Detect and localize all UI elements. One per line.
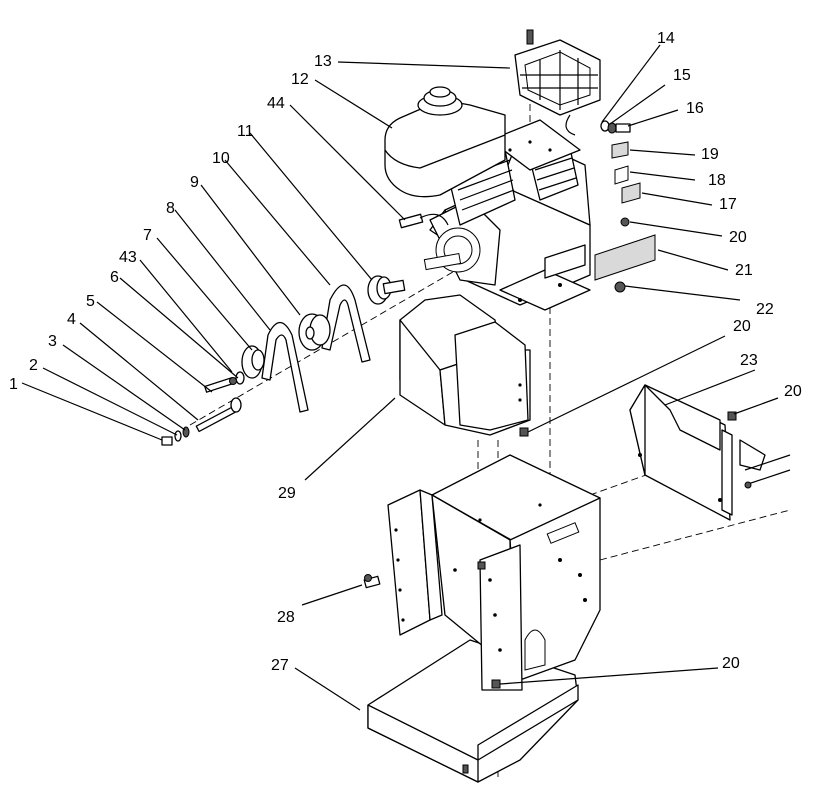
part-21-decal — [594, 234, 656, 281]
callout-8: 8 — [166, 200, 175, 217]
engine-block — [423, 119, 591, 311]
part-28-bolt — [363, 574, 381, 589]
part-22-nut — [614, 281, 626, 293]
callout-22: 22 — [756, 301, 774, 318]
callout-5: 5 — [86, 293, 95, 310]
callout-15: 15 — [673, 67, 691, 84]
part-9-pulley — [298, 313, 331, 351]
part-10-belt — [321, 284, 371, 363]
parts-1-3-hardware — [161, 426, 190, 446]
callout-44: 44 — [267, 95, 285, 112]
leader-lines — [21, 44, 779, 711]
callout-labels: 1 2 3 4 5 6 43 7 8 9 10 11 44 12 13 14 1… — [9, 30, 802, 674]
callout-20-b: 20 — [733, 318, 751, 335]
callout-10: 10 — [212, 150, 230, 167]
part-23-right-side-plate — [629, 384, 791, 521]
callout-20-d: 20 — [722, 655, 740, 672]
callout-43: 43 — [119, 249, 137, 266]
part-43-washer — [235, 371, 245, 385]
part-7-pulley — [241, 345, 265, 379]
part-17-decal — [621, 182, 641, 204]
callout-16: 16 — [686, 100, 704, 117]
callout-20-c: 20 — [784, 383, 802, 400]
part-4-rod — [195, 397, 242, 433]
callout-9: 9 — [190, 174, 199, 191]
center-frame-housing — [431, 454, 601, 691]
callout-29: 29 — [278, 485, 296, 502]
callout-18: 18 — [708, 172, 726, 189]
part-29-belt-cover — [399, 294, 531, 437]
callout-20-a: 20 — [729, 229, 747, 246]
callout-11: 11 — [237, 123, 254, 140]
hardware-14-16 — [600, 120, 631, 134]
callout-4: 4 — [67, 311, 76, 328]
part-19-decal — [611, 141, 629, 159]
callout-1: 1 — [9, 376, 18, 393]
part-28-left-side-plate — [387, 489, 443, 636]
part-8-belt — [261, 321, 309, 413]
callout-27: 27 — [271, 657, 289, 674]
callout-13: 13 — [314, 53, 332, 70]
part-12-fuel-tank — [384, 86, 506, 198]
part-6-bolt — [204, 377, 237, 393]
callout-23: 23 — [740, 352, 758, 369]
callout-3: 3 — [48, 333, 57, 350]
callout-28: 28 — [277, 609, 295, 626]
part-20-nut-top — [620, 217, 630, 227]
part-11-pulley — [367, 275, 406, 305]
callout-14: 14 — [657, 30, 675, 47]
callout-17: 17 — [719, 196, 737, 213]
part-13-fuel-shield-cage — [514, 29, 601, 136]
callout-12: 12 — [291, 71, 309, 88]
callout-2: 2 — [29, 357, 38, 374]
callout-6: 6 — [110, 269, 119, 286]
part-18-decal — [614, 165, 629, 185]
callout-19: 19 — [701, 146, 719, 163]
callout-21: 21 — [735, 262, 753, 279]
callout-7: 7 — [143, 227, 152, 244]
part-44-spark-plug-wire — [398, 213, 449, 229]
